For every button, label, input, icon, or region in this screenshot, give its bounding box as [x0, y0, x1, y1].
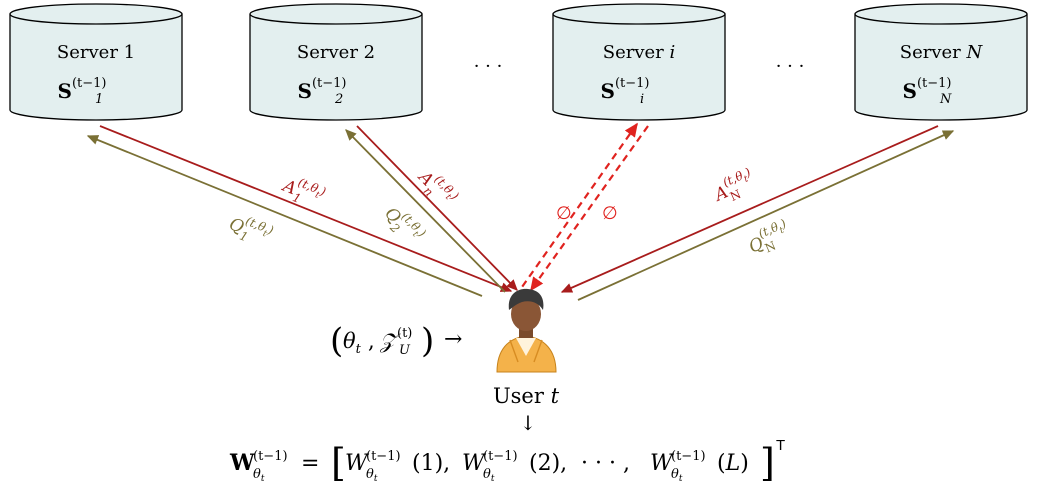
- server-N-state-sub: N: [939, 92, 952, 107]
- svg-text:N: N: [763, 238, 778, 255]
- svg-text:N: N: [728, 187, 743, 204]
- output-equation: W (t−1) θt = [ W (t−1) θt (1), W (t−1) θ…: [229, 437, 785, 485]
- svg-text:W: W: [650, 451, 675, 476]
- user-label: User t: [493, 384, 560, 408]
- user-input-expression: ( θt , 𝒵 (t) U ) →: [330, 321, 462, 361]
- server-i: Server i S(t−1) i: [552, 3, 726, 121]
- svg-text:Q(t,θt): Q(t,θt): [226, 209, 276, 249]
- svg-text:A(t,θt): A(t,θt): [278, 170, 328, 210]
- svg-text:θt: θt: [483, 467, 495, 484]
- server-1: Server 1 S(t−1) 1: [9, 3, 183, 121]
- server-1-label: Server 1: [57, 42, 135, 63]
- server-1-state: S(t−1): [58, 76, 107, 103]
- empty-arrow-b: [521, 122, 638, 288]
- query-arrow-server-2: [345, 129, 506, 293]
- input-theta: θt: [343, 329, 362, 357]
- server-2-state: S(t−1): [298, 76, 347, 103]
- empty-label-left: ∅: [556, 203, 572, 224]
- server-1-body: [9, 14, 183, 121]
- query-label-N: Q(t,θt) N: [746, 216, 789, 257]
- answer-arrow-server-1: [99, 125, 513, 292]
- user-icon: [496, 288, 557, 373]
- server-2-top: [249, 3, 423, 25]
- svg-text:(2),: (2),: [529, 451, 567, 476]
- ellipsis-left: · · ·: [474, 56, 503, 77]
- server-1-state-sub: 1: [95, 92, 103, 107]
- svg-text:θt: θt: [671, 467, 683, 484]
- svg-text:T: T: [776, 437, 785, 454]
- svg-text:(t−1): (t−1): [253, 449, 288, 464]
- query-label-1: Q(t,θt) 1: [226, 209, 276, 249]
- server-N-top: [854, 3, 1028, 25]
- server-2-body: [249, 14, 423, 121]
- svg-text:· · · ,: · · · ,: [581, 451, 630, 476]
- svg-text:=: =: [301, 451, 319, 476]
- svg-text:(1),: (1),: [412, 451, 450, 476]
- server-2: Server 2 S(t−1) 2: [249, 3, 423, 121]
- input-close-paren: ): [421, 321, 434, 361]
- input-Z: 𝒵: [379, 329, 401, 353]
- input-Z-sup: (t): [397, 326, 412, 341]
- server-i-state-sub: i: [640, 92, 644, 107]
- server-N: Server N S(t−1) N: [854, 3, 1028, 121]
- svg-text:A(t,θt): A(t,θt): [413, 162, 462, 211]
- server-i-body: [552, 14, 726, 121]
- svg-text:W: W: [345, 451, 370, 476]
- input-Z-sub: U: [399, 343, 411, 358]
- svg-text:]: ]: [760, 441, 775, 485]
- server-i-label: Server i: [603, 42, 676, 63]
- down-arrow: ↓: [520, 411, 537, 435]
- svg-text:(t−1): (t−1): [366, 449, 401, 464]
- svg-text:W: W: [229, 450, 255, 476]
- input-comma: ,: [368, 329, 375, 353]
- svg-text:θt: θt: [253, 467, 265, 484]
- server-i-state: S(t−1): [601, 76, 650, 103]
- server-N-body: [854, 14, 1028, 121]
- server-N-label: Server N: [900, 42, 984, 63]
- empty-arrow-a: [530, 125, 649, 292]
- ellipsis-right: · · ·: [776, 56, 805, 77]
- server-N-state: S(t−1): [903, 76, 952, 103]
- server-i-top: [552, 3, 726, 25]
- svg-text:[: [: [331, 441, 346, 485]
- server-1-top: [9, 3, 183, 25]
- server-2-label: Server 2: [297, 42, 375, 63]
- query-arrow-server-N: [577, 130, 955, 301]
- answer-arrow-server-2: [356, 125, 518, 291]
- svg-text:(t−1): (t−1): [483, 449, 518, 464]
- answer-label-N: A(t,θt) N: [710, 165, 753, 206]
- server-2-state-sub: 2: [334, 92, 343, 107]
- query-arrow-server-1: [86, 135, 483, 297]
- svg-text:θt: θt: [366, 467, 378, 484]
- svg-text:(t−1): (t−1): [671, 449, 706, 464]
- svg-text:(L): (L): [717, 451, 749, 476]
- empty-label-right: ∅: [602, 203, 618, 224]
- input-right-arrow: →: [444, 327, 462, 352]
- input-open-paren: (: [330, 321, 343, 361]
- answer-arrow-server-N: [560, 125, 939, 293]
- svg-text:W: W: [462, 451, 487, 476]
